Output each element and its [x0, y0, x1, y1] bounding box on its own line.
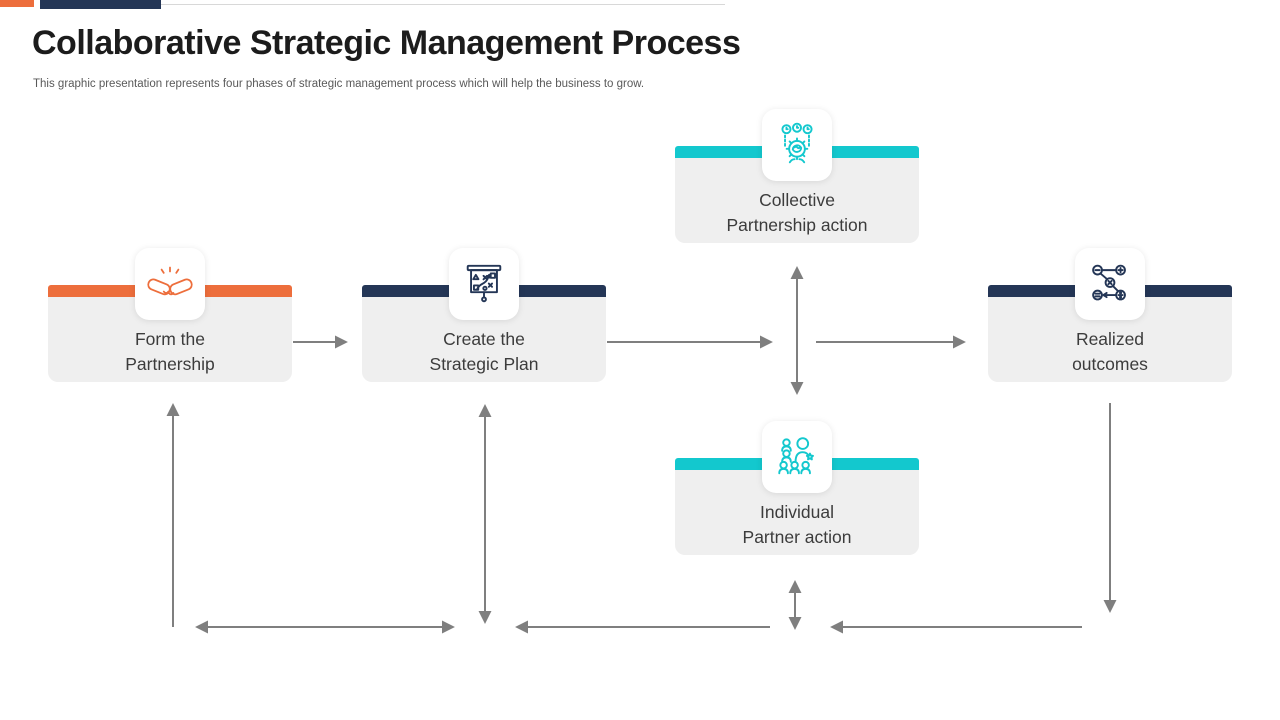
phase-label: Form the Partnership	[125, 329, 215, 374]
icon-card	[762, 109, 832, 181]
phase-card-strategic-plan: Create the Strategic Plan	[362, 248, 606, 382]
header-accent-navy-bar	[40, 0, 161, 9]
phase-card-realized-outcomes: Realized outcomes	[988, 248, 1232, 382]
phase-card-form-partnership: Form the Partnership	[48, 248, 292, 382]
icon-card	[135, 248, 205, 320]
header-accent-orange-bar	[0, 0, 34, 7]
strategy-board-icon	[466, 264, 502, 303]
page-title: Collaborative Strategic Management Proce…	[32, 24, 741, 62]
phase-label: Collective Partnership action	[726, 190, 868, 235]
phase-card-collective-action: Collective Partnership action	[675, 109, 919, 243]
phase-label: Create the Strategic Plan	[429, 329, 539, 374]
page-subtitle: This graphic presentation represents fou…	[33, 78, 645, 90]
icon-card	[762, 421, 832, 493]
phase-label: Realized outcomes	[1072, 329, 1148, 374]
icon-card	[1075, 248, 1145, 320]
handshake-icon	[147, 266, 193, 296]
icon-card	[449, 248, 519, 320]
phase-label: Individual Partner action	[742, 502, 852, 547]
team-icon	[778, 437, 814, 475]
header-rule-line	[161, 4, 725, 5]
outcomes-icon	[1092, 264, 1126, 301]
phase-card-individual-action: Individual Partner action	[675, 421, 919, 555]
brainstorm-icon	[781, 122, 813, 164]
